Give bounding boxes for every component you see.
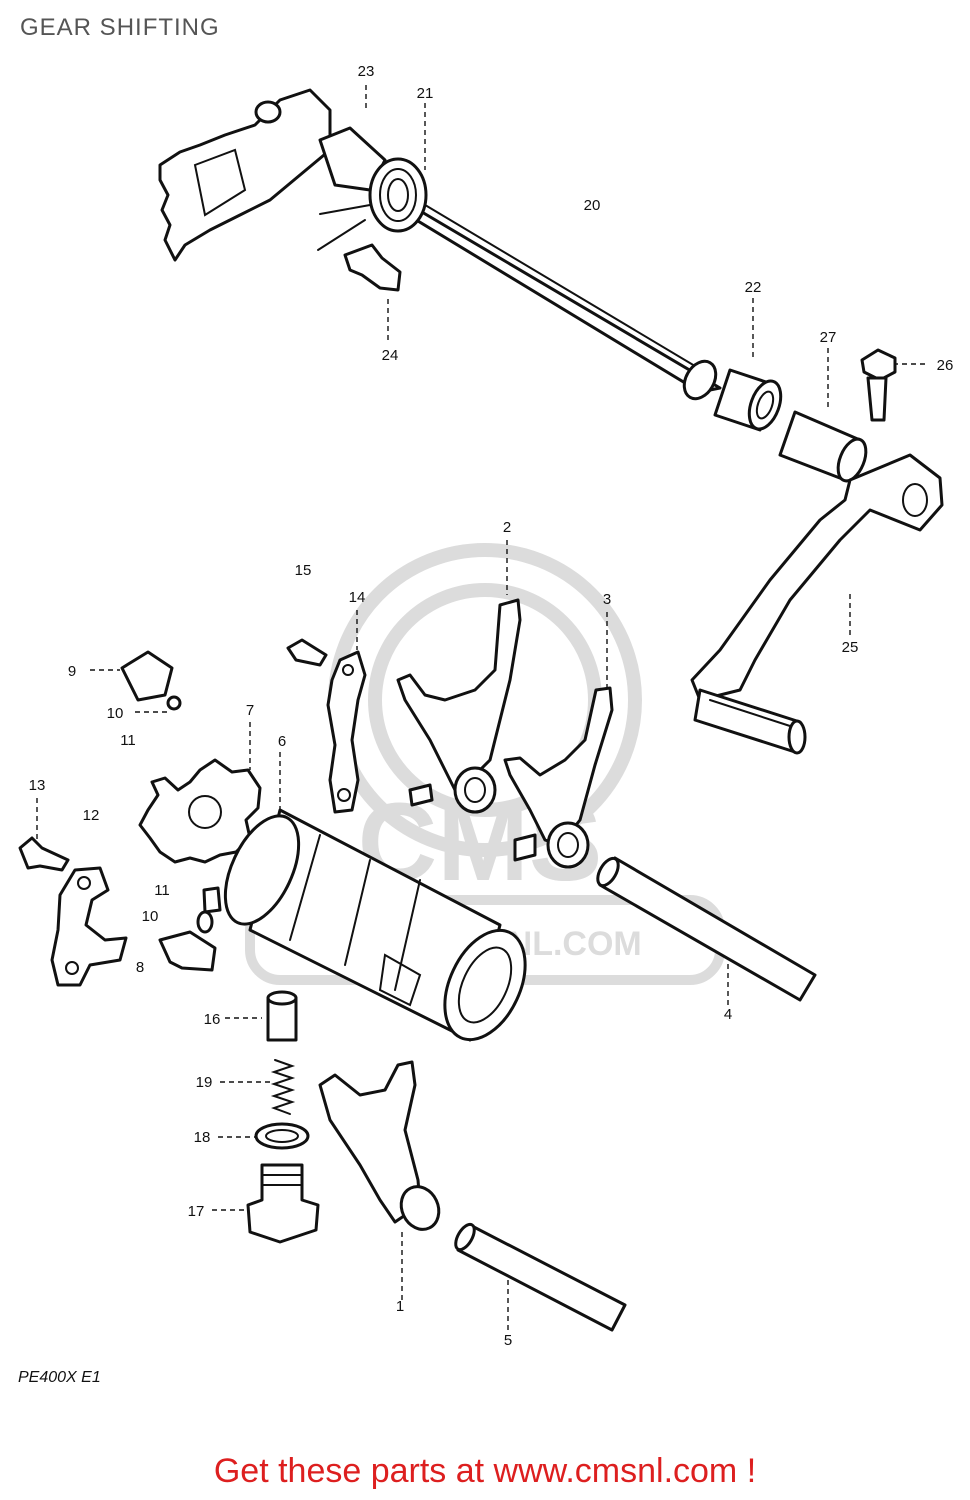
neutral-pin-16-part [266, 990, 298, 1042]
plug-17-part [246, 1163, 320, 1244]
return-spring-part [317, 157, 428, 251]
callout-19: 19 [196, 1074, 213, 1091]
callout-11: 11 [154, 882, 170, 899]
callout-17: 17 [188, 1203, 205, 1220]
callout-15: 15 [295, 562, 312, 579]
callout-27: 27 [820, 329, 837, 346]
gear-cam-7-part [138, 758, 262, 864]
callout-8: 8 [136, 959, 144, 976]
shift-arm-part [158, 88, 387, 262]
footer-link-text[interactable]: Get these parts at www.cmsnl.com ! [213, 1452, 757, 1490]
callout-1: 1 [396, 1298, 404, 1315]
callout-22: 22 [745, 279, 762, 296]
gasket-18-part [254, 1122, 310, 1150]
spacer-part [778, 410, 868, 483]
oil-seal-part [713, 368, 783, 432]
callout-5: 5 [504, 1332, 512, 1349]
callout-21: 21 [417, 85, 434, 102]
screw-15-part [286, 638, 328, 667]
shift-fork-1-part [318, 1060, 441, 1231]
stopper-8-part [158, 930, 217, 972]
shift-fork-2-part [396, 598, 522, 814]
spring-19-part [270, 1059, 296, 1115]
callout-11-upper: 11 [120, 732, 136, 749]
callout-24: 24 [382, 347, 399, 364]
callout-2: 2 [503, 519, 511, 536]
shift-drum-6-part [223, 808, 527, 1042]
callout-18: 18 [194, 1129, 211, 1146]
pin-11-part [202, 886, 222, 914]
callout-3: 3 [603, 591, 611, 608]
diagram-title: GEAR SHIFTING [20, 14, 220, 41]
callout-20: 20 [584, 197, 601, 214]
callout-4: 4 [724, 1006, 732, 1023]
washer-10-part [166, 695, 182, 711]
pedal-bolt-part [860, 348, 897, 422]
fork-shaft-5-part [454, 1222, 627, 1332]
fork-shaft-4-part [596, 856, 817, 1002]
shift-fork-3-part [503, 686, 614, 869]
callout-10-lower: 10 [142, 908, 159, 925]
drawing-code: PE400X E1 [18, 1369, 101, 1386]
stopper-9-part [120, 650, 174, 702]
callout-12: 12 [83, 807, 100, 824]
gearshift-lever-part [690, 453, 944, 755]
plate-12-part [50, 866, 128, 987]
callout-9: 9 [68, 663, 76, 680]
callout-numbers: 1 2 3 4 5 6 7 8 9 10 11 12 13 14 15 16 1… [29, 63, 954, 1349]
callout-25: 25 [842, 639, 859, 656]
screw-13-part [18, 836, 70, 872]
cam-stopper-plate-part [326, 650, 367, 814]
callout-7: 7 [246, 702, 254, 719]
callout-26: 26 [937, 357, 954, 374]
stopper-bolt-part [343, 243, 402, 292]
callout-10: 10 [107, 705, 124, 722]
callout-6: 6 [278, 733, 286, 750]
shift-shaft-part [378, 173, 722, 401]
callout-23: 23 [358, 63, 375, 80]
callout-16: 16 [204, 1011, 221, 1028]
callout-13: 13 [29, 777, 46, 794]
leader-lines [36, 85, 925, 1330]
callout-14: 14 [349, 589, 366, 606]
washer-10b-part [196, 910, 214, 934]
